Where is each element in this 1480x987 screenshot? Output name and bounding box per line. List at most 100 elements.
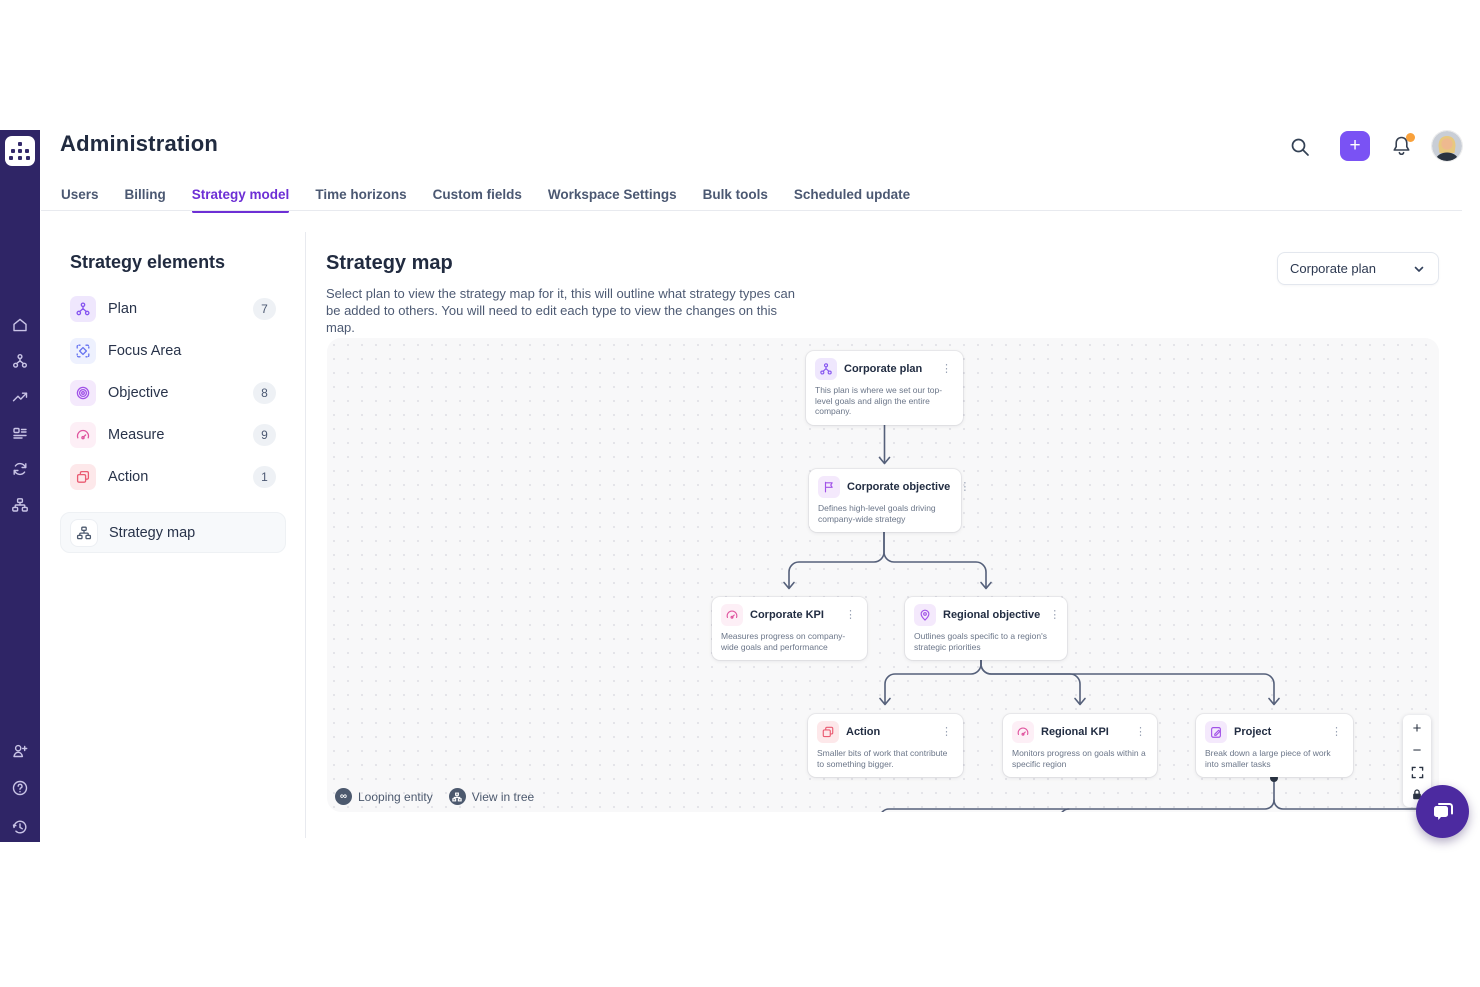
flow-node-corporate-plan[interactable]: Corporate plan ⋮ This plan is where we s… bbox=[806, 351, 963, 425]
objective-target-icon bbox=[70, 380, 96, 406]
chevron-down-icon bbox=[1414, 266, 1424, 272]
page-title: Administration bbox=[60, 131, 219, 156]
element-label: Focus Area bbox=[108, 343, 182, 359]
element-label: Objective bbox=[108, 385, 169, 401]
tab-billing[interactable]: Billing bbox=[124, 187, 166, 202]
strategy-map-description: Select plan to view the strategy map for… bbox=[326, 286, 795, 335]
element-label: Measure bbox=[108, 427, 165, 443]
element-count-badge: 8 bbox=[253, 382, 276, 404]
strategy-map-tree-icon bbox=[71, 519, 97, 546]
strategy-elements-title: Strategy elements bbox=[70, 252, 226, 272]
kebab-menu-icon[interactable]: ⋮ bbox=[941, 726, 952, 738]
tab-workspace-settings[interactable]: Workspace Settings bbox=[547, 187, 677, 202]
kebab-menu-icon[interactable]: ⋮ bbox=[959, 481, 971, 493]
node-title: Corporate plan bbox=[844, 363, 923, 375]
map-legend: ∞ Looping entity View in tree bbox=[335, 788, 534, 805]
tree-icon bbox=[448, 788, 466, 805]
map-pin-icon bbox=[914, 604, 936, 626]
kebab-menu-icon[interactable]: ⋮ bbox=[845, 609, 856, 621]
node-description: Monitors progress on goals within a spec… bbox=[1012, 748, 1146, 769]
kebab-menu-icon[interactable]: ⋮ bbox=[1135, 726, 1146, 738]
invite-user-icon[interactable] bbox=[0, 739, 40, 763]
node-title: Regional KPI bbox=[1041, 726, 1109, 738]
notification-dot bbox=[1406, 133, 1415, 142]
flow-node-regional-objective[interactable]: Regional objective ⋮ Outlines goals spec… bbox=[905, 597, 1067, 660]
node-title: Corporate objective bbox=[847, 481, 951, 493]
kebab-menu-icon[interactable]: ⋮ bbox=[1049, 609, 1061, 621]
gauge-icon bbox=[721, 604, 743, 626]
tab-bulk-tools[interactable]: Bulk tools bbox=[702, 187, 768, 202]
element-item-objective[interactable]: Objective 8 bbox=[60, 372, 286, 414]
node-description: Defines high-level goals driving company… bbox=[818, 503, 936, 524]
app-rail bbox=[0, 130, 40, 842]
admin-tabs: Users Billing Strategy model Time horizo… bbox=[61, 187, 910, 213]
flag-icon bbox=[818, 476, 840, 498]
panel-divider bbox=[305, 232, 306, 838]
tab-time-horizons[interactable]: Time horizons bbox=[315, 187, 407, 202]
node-description: This plan is where we set our top-level … bbox=[815, 385, 943, 416]
tabs-divider bbox=[41, 210, 1462, 211]
reports-icon[interactable] bbox=[0, 421, 40, 445]
tab-strategy-model[interactable]: Strategy model bbox=[191, 187, 289, 213]
flow-edges bbox=[783, 400, 1439, 812]
chat-icon bbox=[1433, 802, 1453, 820]
node-description: Smaller bits of work that contribute to … bbox=[817, 748, 948, 769]
strategy-map-label: Strategy map bbox=[109, 524, 196, 541]
element-count-badge: 1 bbox=[253, 466, 276, 488]
sidebar-item-strategy-map[interactable]: Strategy map bbox=[60, 512, 286, 553]
strategy-map-canvas[interactable]: Corporate plan ⋮ This plan is where we s… bbox=[327, 338, 1439, 812]
sync-icon[interactable] bbox=[0, 457, 40, 481]
element-count-badge: 9 bbox=[253, 424, 276, 446]
kebab-menu-icon[interactable]: ⋮ bbox=[941, 363, 952, 375]
flow-node-corporate-kpi[interactable]: Corporate KPI ⋮ Measures progress on com… bbox=[712, 597, 867, 660]
element-label: Plan bbox=[108, 301, 138, 317]
node-title: Corporate KPI bbox=[750, 609, 824, 621]
zoom-out-button[interactable]: − bbox=[1412, 741, 1422, 759]
element-item-measure[interactable]: Measure 9 bbox=[60, 414, 286, 456]
chat-widget-button[interactable] bbox=[1416, 785, 1469, 838]
help-icon[interactable] bbox=[0, 776, 40, 800]
add-button[interactable]: + bbox=[1340, 131, 1370, 161]
plan-selector[interactable]: Corporate plan bbox=[1277, 252, 1439, 285]
app-logo[interactable] bbox=[5, 136, 35, 166]
node-description: Measures progress on company-wide goals … bbox=[721, 631, 846, 652]
notifications-bell-icon[interactable] bbox=[1390, 133, 1415, 160]
action-docs-icon bbox=[817, 721, 839, 743]
flow-node-project[interactable]: Project ⋮ Break down a large piece of wo… bbox=[1196, 714, 1353, 777]
node-title: Project bbox=[1234, 726, 1272, 738]
plan-nodes-icon bbox=[70, 296, 96, 322]
tab-custom-fields[interactable]: Custom fields bbox=[432, 187, 522, 202]
element-item-plan[interactable]: Plan 7 bbox=[60, 288, 286, 330]
node-description: Outlines goals specific to a region's st… bbox=[914, 631, 1047, 652]
strategy-map-title: Strategy map bbox=[326, 252, 453, 274]
legend-view-in-tree: View in tree bbox=[448, 788, 534, 805]
strategy-elements-list: Plan 7 Focus Area Objective 8 Measure 9 … bbox=[60, 288, 286, 498]
infinity-icon: ∞ bbox=[335, 788, 352, 805]
fit-view-button[interactable] bbox=[1403, 761, 1431, 783]
zoom-in-button[interactable]: + bbox=[1412, 719, 1422, 737]
focus-area-icon bbox=[70, 338, 96, 364]
history-icon[interactable] bbox=[0, 815, 40, 839]
tab-scheduled-update[interactable]: Scheduled update bbox=[793, 187, 911, 202]
node-title: Regional objective bbox=[943, 609, 1041, 621]
gauge-icon bbox=[1012, 721, 1034, 743]
search-icon[interactable] bbox=[1288, 135, 1312, 159]
flow-node-corporate-objective[interactable]: Corporate objective ⋮ Defines high-level… bbox=[809, 469, 970, 532]
element-label: Action bbox=[108, 469, 149, 485]
flow-node-regional-kpi[interactable]: Regional KPI ⋮ Monitors progress on goal… bbox=[1003, 714, 1157, 777]
edit-doc-icon bbox=[1205, 721, 1227, 743]
plan-selector-value: Corporate plan bbox=[1290, 261, 1376, 276]
element-item-action[interactable]: Action 1 bbox=[60, 456, 286, 498]
user-avatar[interactable] bbox=[1432, 131, 1462, 161]
home-icon[interactable] bbox=[0, 313, 40, 337]
element-count-badge: 7 bbox=[253, 298, 276, 320]
flow-node-action[interactable]: Action ⋮ Smaller bits of work that contr… bbox=[808, 714, 963, 777]
strategy-map-rail-icon[interactable] bbox=[0, 493, 40, 517]
plans-icon[interactable] bbox=[0, 349, 40, 373]
element-item-focus-area[interactable]: Focus Area bbox=[60, 330, 286, 372]
kebab-menu-icon[interactable]: ⋮ bbox=[1331, 726, 1342, 738]
trending-up-icon[interactable] bbox=[0, 385, 40, 409]
tab-users[interactable]: Users bbox=[61, 187, 99, 202]
plan-nodes-icon bbox=[815, 358, 837, 380]
